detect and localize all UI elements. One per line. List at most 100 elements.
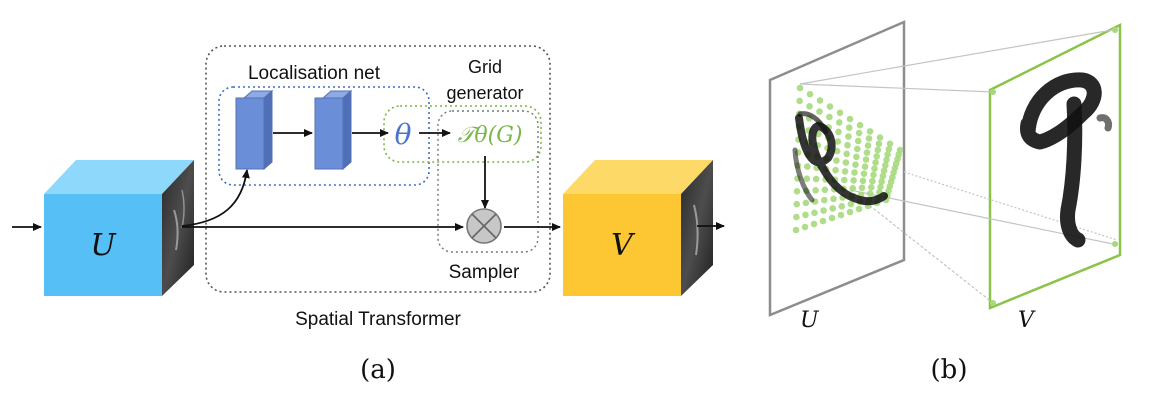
panel-a: Localisation net Grid generator θ 𝒯θ(G) … xyxy=(12,45,725,385)
sampling-grid-dot xyxy=(865,135,873,142)
projection-lines xyxy=(799,28,1119,304)
sampling-grid-dot xyxy=(878,178,885,185)
sampling-grid-dot xyxy=(863,149,871,156)
sampling-grid-dot xyxy=(816,97,824,104)
sampling-grid-dot xyxy=(838,203,846,210)
sampling-grid-dot xyxy=(860,170,868,177)
sampling-grid-dot xyxy=(842,159,850,166)
sampling-grid-dot xyxy=(832,166,839,174)
spatial-transformer-label: Spatial Transformer xyxy=(295,309,461,330)
sampling-grid-dot xyxy=(862,156,870,163)
sampling-grid-dot xyxy=(875,140,883,148)
sampling-grid-dot xyxy=(885,145,893,153)
sampling-grid-dot xyxy=(792,226,800,234)
localisation-net-box xyxy=(218,86,430,186)
input-digit-strokes xyxy=(792,111,888,206)
sampling-grid-dot xyxy=(810,220,818,228)
sampling-grid-dot xyxy=(866,190,874,197)
sampling-grid-dot xyxy=(830,195,837,203)
sampling-grid-dot xyxy=(819,217,827,225)
sampling-grid-dot xyxy=(869,177,876,185)
spatial-transformer-container xyxy=(205,45,551,293)
input-feature-map-u xyxy=(44,160,194,296)
sampling-grid-dot xyxy=(879,172,887,180)
sampling-grid-dot xyxy=(872,159,879,166)
sampling-grid-dot xyxy=(880,167,888,174)
output-feature-map-v xyxy=(563,160,713,296)
sampling-grid-dot xyxy=(821,186,829,194)
sampling-grid-dot xyxy=(829,205,836,212)
caption-a: (a) xyxy=(360,355,396,385)
sampling-grid-dot xyxy=(821,196,828,204)
sampling-grid-dot xyxy=(870,171,877,179)
sampling-grid-dot xyxy=(845,124,853,131)
sampling-grid-dot xyxy=(852,161,859,168)
sampling-grid-dot xyxy=(801,223,809,231)
sampling-grid-dot xyxy=(846,208,854,216)
sampling-grid-dot xyxy=(874,146,882,154)
sampling-grid-dot xyxy=(877,183,884,191)
sampling-grid-dot xyxy=(793,213,800,221)
localisation-layer-2 xyxy=(314,89,353,171)
sampling-grid-dot xyxy=(845,133,852,140)
output-digit-strokes xyxy=(1020,72,1112,248)
sampling-grid-dot xyxy=(866,128,874,135)
sampling-grid-dot xyxy=(826,113,833,121)
sampling-grid-dot xyxy=(855,129,863,137)
sampling-grid-dot xyxy=(849,185,856,192)
sampling-grid-dot xyxy=(884,151,891,158)
sampling-grid-dot xyxy=(859,177,867,185)
localisation-layer-1 xyxy=(235,89,274,171)
sampler-node xyxy=(466,208,502,244)
output-plane-label: V xyxy=(1018,308,1036,333)
sampling-grid-dot xyxy=(806,90,814,98)
sampling-grid-dot xyxy=(873,153,880,160)
sampling-grid-dot xyxy=(796,84,804,92)
sampling-grid-dot xyxy=(843,150,850,158)
sampling-grid-dot xyxy=(858,184,866,192)
grid-generator-label-line2: generator xyxy=(446,83,523,103)
sampling-grid-dot xyxy=(796,97,803,105)
v-plane-corners xyxy=(990,27,1118,306)
sampling-grid-dot xyxy=(850,177,857,184)
input-u-label: U xyxy=(90,228,117,263)
sampling-grid-dot xyxy=(868,184,875,191)
sampling-grid-dot xyxy=(802,211,809,219)
sampling-grid-dot xyxy=(836,109,844,117)
sampling-grid-dot xyxy=(853,153,860,161)
sampling-grid-dot xyxy=(844,141,851,149)
transform-symbol: 𝒯θ(G) xyxy=(458,123,523,148)
sampling-grid-dot xyxy=(834,138,842,145)
sampling-grid-dot xyxy=(816,108,823,115)
sampling-grid-dot xyxy=(854,137,862,145)
arrow-u-to-localisation xyxy=(181,169,250,227)
sampling-grid-dot xyxy=(883,156,890,164)
sampling-grid-dot xyxy=(812,175,820,183)
sampling-grid-dot xyxy=(882,162,889,169)
grid-generator-label-line1: Grid xyxy=(468,57,502,77)
input-plane-label: U xyxy=(800,308,820,333)
sampling-grid-dot xyxy=(803,175,811,182)
localisation-net-label: Localisation net xyxy=(248,63,381,84)
sampling-grid-dot xyxy=(793,188,801,195)
sampling-grid-dot xyxy=(802,199,810,207)
sampling-grid-dot xyxy=(876,134,884,141)
sampling-grid-dot xyxy=(826,103,834,110)
sampling-grid-dot xyxy=(837,211,845,219)
sampling-grid-dot xyxy=(861,163,869,170)
sampling-grid-dot xyxy=(833,157,840,164)
sampling-grid-dot xyxy=(847,200,855,208)
sampling-grid-dot xyxy=(820,207,827,214)
sampling-grid-dot xyxy=(793,200,800,208)
sampling-grid-dot xyxy=(804,163,811,170)
sampling-grid-dot xyxy=(851,169,858,176)
sampling-grid-dot xyxy=(812,187,819,194)
sampler-label: Sampler xyxy=(449,262,520,283)
caption-b: (b) xyxy=(931,355,968,385)
sampling-grid-dot xyxy=(806,103,813,110)
panel-b: U V (b) xyxy=(768,20,1122,385)
sampling-grid-dot xyxy=(886,140,894,148)
sampling-grid-dot xyxy=(835,128,842,136)
sampler-box xyxy=(437,110,539,253)
